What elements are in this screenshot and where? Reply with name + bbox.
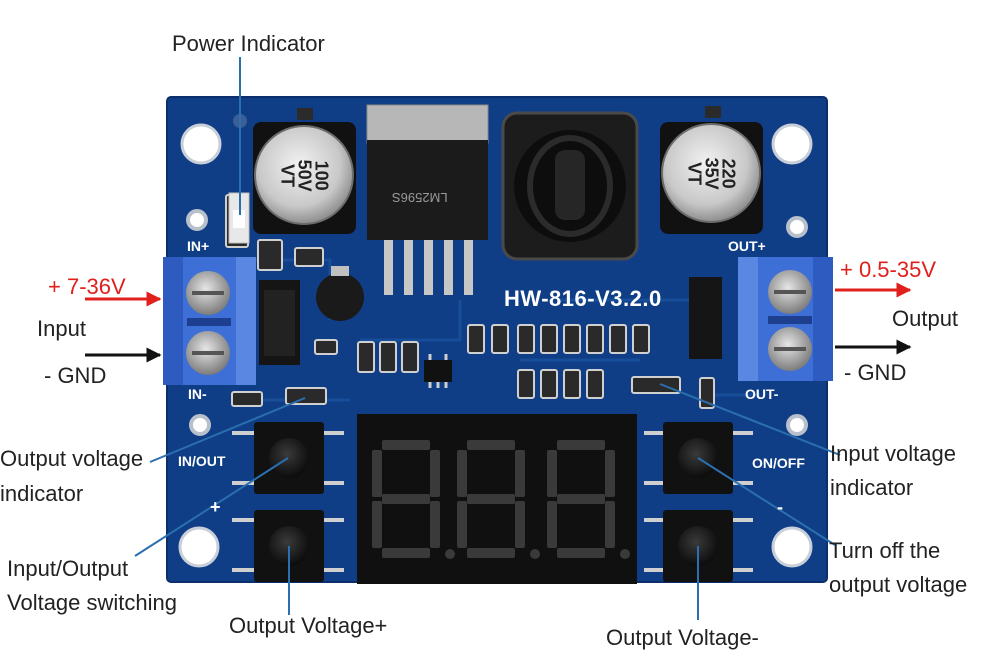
silk-on-off: ON/OFF <box>752 455 805 471</box>
output-label: Output <box>892 306 959 331</box>
digit-2-segment-g <box>467 494 515 504</box>
output-voltage-plus-label: Output Voltage+ <box>229 613 388 638</box>
input-terminal-block <box>163 257 256 385</box>
digit-2-segment-c <box>515 501 525 548</box>
digit-2-segment-f <box>457 450 467 497</box>
digit-1-segment-d <box>382 548 430 558</box>
silk-minus-sign: - <box>777 497 783 517</box>
in-out-switch-button[interactable] <box>232 422 344 494</box>
input-label: Input <box>37 316 86 341</box>
digit-3-segment-a <box>557 440 605 450</box>
silk-in-out: IN/OUT <box>178 453 226 469</box>
digit-2-decimal-point <box>530 549 540 559</box>
digit-2-segment-b <box>515 450 525 497</box>
digit-3-segment-b <box>605 450 615 497</box>
silk-plus-sign: + <box>210 497 221 517</box>
transistor <box>316 266 364 321</box>
output-voltage-indicator-label: Output voltage indicator <box>0 446 144 506</box>
silk-in-plus: IN+ <box>187 238 210 254</box>
output-gnd-label: - GND <box>844 360 907 385</box>
regulator-marking: LM2596S <box>392 190 448 205</box>
digit-3-segment-d <box>557 548 605 558</box>
silk-out-minus: OUT- <box>745 386 779 402</box>
digit-3-segment-f <box>547 450 557 497</box>
digit-1-segment-b <box>430 450 440 497</box>
digit-3-segment-e <box>547 501 557 548</box>
input-voltage-indicator-label: Input voltage indicator <box>830 441 956 500</box>
annotation-arrows <box>85 282 912 363</box>
digit-2-segment-a <box>467 440 515 450</box>
digit-1-segment-a <box>382 440 430 450</box>
digit-1-segment-c <box>430 501 440 548</box>
output-capacitor <box>660 106 763 234</box>
digit-1-segment-e <box>372 501 382 548</box>
turn-off-output-label: Turn off the output voltage <box>829 538 968 597</box>
digit-3-decimal-point <box>620 549 630 559</box>
digit-3-segment-g <box>557 494 605 504</box>
silk-out-plus: OUT+ <box>728 238 766 254</box>
io-switching-label: Input/Output Voltage switching <box>7 556 177 615</box>
leader-lines <box>134 57 841 620</box>
ic-sot <box>424 354 452 388</box>
input-diode <box>259 280 300 365</box>
power-indicator-label: Power Indicator <box>172 31 325 56</box>
digit-1-decimal-point <box>445 549 455 559</box>
board-model-label: HW-816-V3.2.0 <box>504 286 662 311</box>
regulator-chip <box>366 104 489 295</box>
output-range-label: + 0.5-35V <box>840 257 937 282</box>
output-voltage-minus-label: Output Voltage- <box>606 625 759 650</box>
input-gnd-label: - GND <box>44 363 107 388</box>
mounting-holes <box>178 114 813 568</box>
output-diode <box>689 277 722 359</box>
digit-1-segment-f <box>372 450 382 497</box>
digit-3-segment-c <box>605 501 615 548</box>
seven-segment-display <box>357 414 637 584</box>
digit-1-segment-g <box>382 494 430 504</box>
input-capacitor <box>253 108 356 234</box>
output-terminal-block <box>738 257 833 381</box>
inductor <box>501 111 639 261</box>
input-range-label: + 7-36V <box>48 274 126 299</box>
silk-in-minus: IN- <box>188 386 207 402</box>
digit-2-segment-d <box>467 548 515 558</box>
digit-2-segment-e <box>457 501 467 548</box>
